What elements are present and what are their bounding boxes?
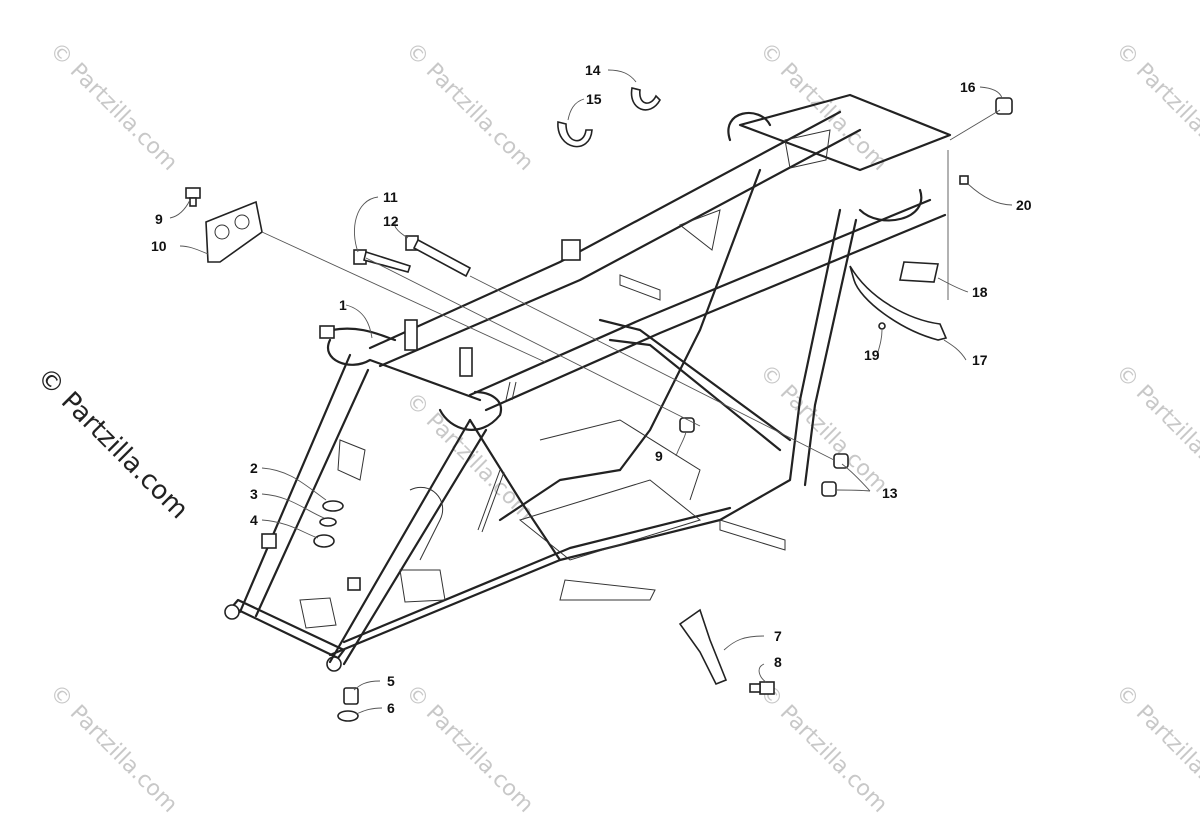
clamp-15	[557, 120, 593, 148]
callout-2: 2	[250, 460, 258, 476]
bolt-11	[353, 249, 412, 273]
callout-11: 11	[383, 189, 398, 205]
callout-13: 13	[882, 485, 898, 501]
callout-4: 4	[250, 512, 258, 528]
callout-20: 20	[1016, 197, 1032, 213]
washers-2-3-4	[313, 500, 344, 548]
screw-19	[878, 322, 886, 330]
nut-20	[959, 175, 969, 185]
callout-6: 6	[387, 700, 395, 716]
callout-7: 7	[774, 628, 782, 644]
callout-10: 10	[151, 238, 167, 254]
bracket-10	[205, 200, 263, 263]
bracket-7	[678, 608, 728, 686]
callout-18: 18	[972, 284, 988, 300]
bolt-12	[405, 235, 472, 278]
callout-16: 16	[960, 79, 976, 95]
callout-15: 15	[586, 91, 602, 107]
callout-8: 8	[774, 654, 782, 670]
callout-17: 17	[972, 352, 988, 368]
nut-9-center	[679, 417, 695, 433]
bolt-8	[749, 681, 775, 695]
leader-lines	[169, 69, 1013, 715]
callout-19: 19	[864, 347, 880, 363]
clip-6	[337, 710, 359, 722]
bracket-17	[849, 265, 948, 341]
callout-9-center: 9	[655, 448, 663, 464]
callout-14: 14	[585, 62, 601, 78]
bushing-5	[343, 687, 359, 705]
callout-1: 1	[339, 297, 347, 313]
callout-12: 12	[383, 213, 399, 229]
callouts: 1 2 3 4 5 6 7 8 9 9 10 11 12 13 14 15 16…	[151, 62, 1032, 716]
callout-9-upper: 9	[155, 211, 163, 227]
cap-16	[995, 97, 1013, 115]
bolt-9-upper	[185, 187, 201, 207]
clamp-14	[630, 87, 661, 111]
main-frame	[224, 93, 952, 672]
nuts-13	[821, 453, 849, 497]
callout-3: 3	[250, 486, 258, 502]
frame-parts-diagram: 1 2 3 4 5 6 7 8 9 9 10 11 12 13 14 15 16…	[151, 62, 1032, 722]
callout-5: 5	[387, 673, 395, 689]
reflector-18	[899, 261, 939, 283]
